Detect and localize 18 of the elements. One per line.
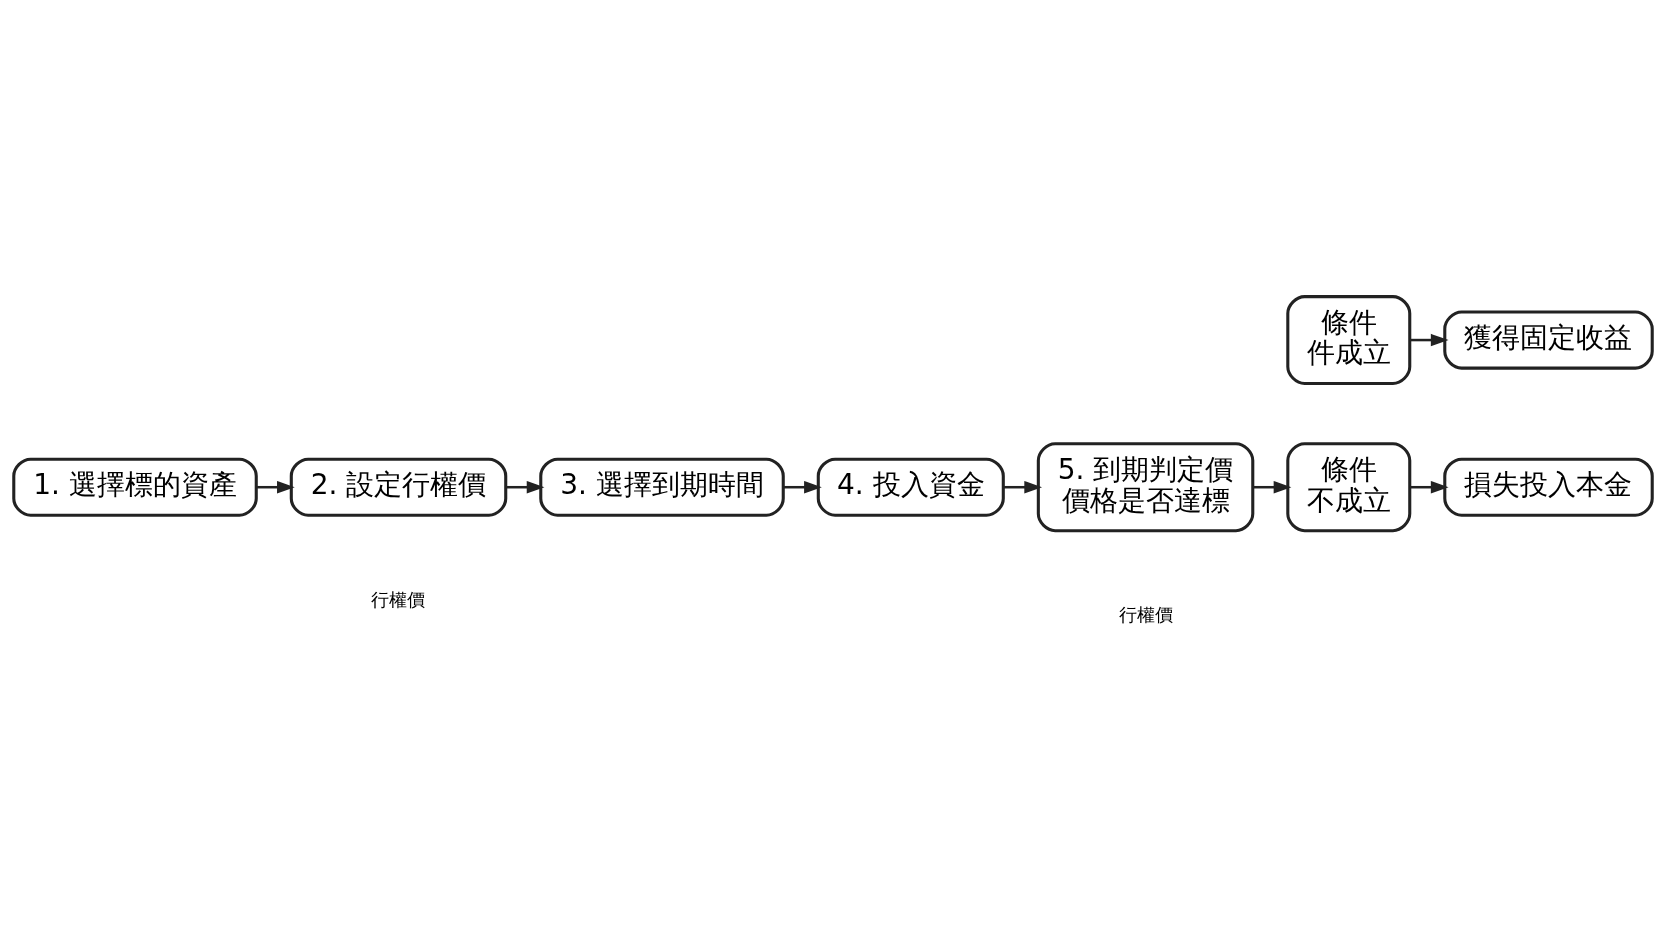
node-box: 4. 投入資金 (816, 457, 1005, 517)
node-box: 條件件成立 (1286, 294, 1412, 385)
node-box: 條件不成立 (1286, 441, 1412, 532)
node-box: 1. 選擇標的資產 (12, 457, 258, 517)
arrow (1253, 480, 1292, 493)
arrow (256, 480, 295, 493)
arrow (1409, 480, 1449, 493)
arrow (1003, 480, 1042, 493)
node-box: 2. 設定行權價 (289, 457, 508, 517)
node-box: 損失投入本金 (1443, 457, 1654, 517)
arrow (783, 480, 822, 493)
node-box: 3. 選擇到期時間 (539, 457, 785, 517)
arrow (505, 480, 545, 493)
label: 行權價 (1118, 603, 1173, 625)
node-box: 5. 到期判定價價格是否達標 (1036, 441, 1255, 532)
label: 行權價 (371, 588, 426, 610)
node-box: 獲得固定收益 (1443, 309, 1654, 370)
arrow (1409, 333, 1449, 346)
